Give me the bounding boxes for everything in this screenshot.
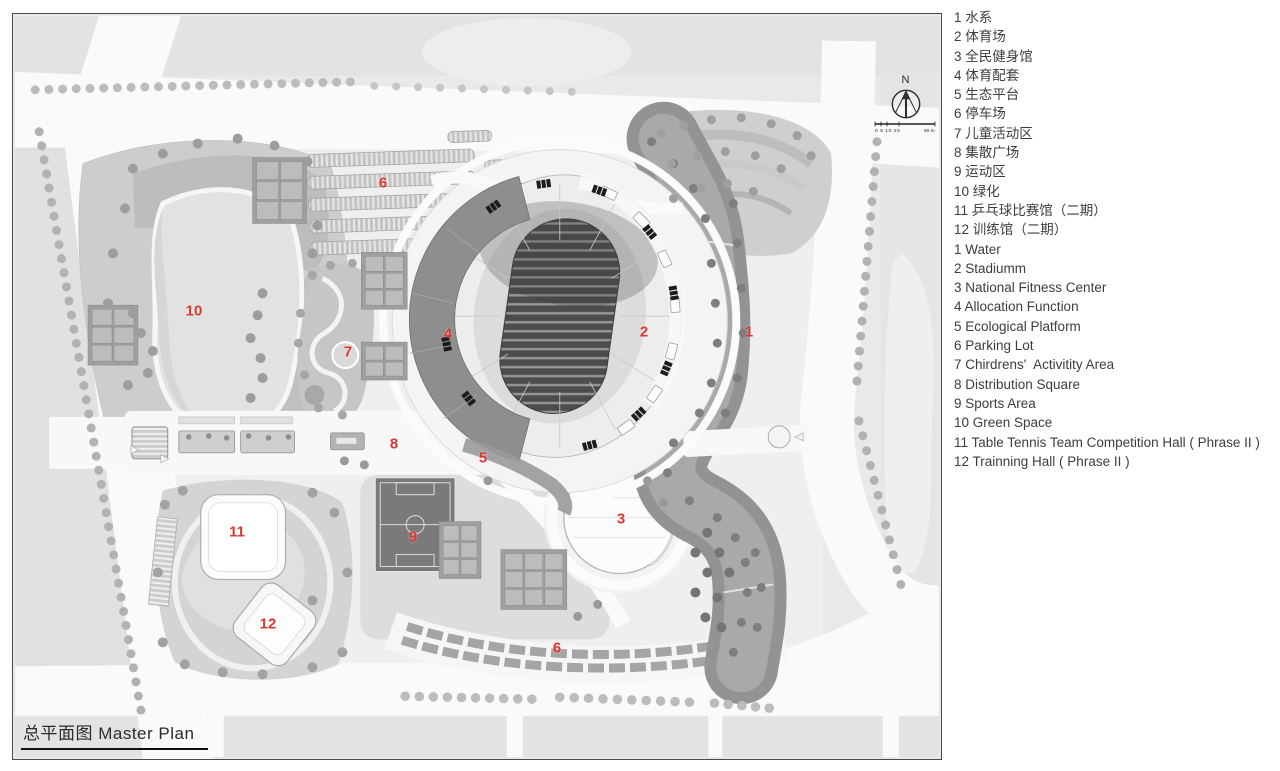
- legend-item-en: 3 National Fitness Center: [954, 280, 1107, 296]
- plan-marker-11: 11: [229, 523, 245, 541]
- north-label: N: [901, 74, 911, 86]
- legend-item-cn: 1 水系: [954, 10, 993, 25]
- legend-item-cn: 11 乒乓球比赛馆（二期）: [954, 202, 1107, 218]
- scale-ticks-label: 0 5 10 20: [875, 128, 900, 134]
- scale-bar: 0 5 10 20 50 m: [874, 121, 936, 134]
- legend-item-cn: 4 体育配套: [954, 67, 1020, 83]
- legend-item-en: 10 Green Space: [954, 415, 1053, 431]
- legend-item-cn: 8 集散广场: [954, 145, 1020, 161]
- legend-item-cn: 12 训练馆（二期）: [954, 222, 1068, 238]
- plan-marker-12: 12: [259, 615, 277, 633]
- plan-title: 总平面图 Master Plan: [21, 719, 209, 750]
- east-entrance: [683, 424, 814, 457]
- legend-item-en: 7 Chirdrens' Activitity Area: [954, 357, 1115, 373]
- site-plan-graphics: [13, 14, 941, 759]
- legend-item-cn: 10 绿化: [954, 183, 1000, 199]
- phase2-garden: [147, 479, 353, 680]
- plan-marker-2: 2: [639, 323, 649, 341]
- ecological-platform-ramp: [462, 438, 573, 516]
- stadium-field: [499, 218, 621, 414]
- plan-marker-8: 8: [389, 435, 399, 453]
- training-hall-building: [232, 582, 317, 667]
- legend-chinese-list: 1 水系 2 体育场 3 全民健身馆 4 体育配套 5 生态平台 6 停车场 7 儿童活动区…: [954, 8, 1260, 240]
- scale-unit-label: 50 m: [924, 128, 935, 134]
- legend-item-en: 1 Water: [954, 241, 1001, 257]
- legend-item-en: 11 Table Tennis Team Competition Hall ( …: [954, 434, 1260, 450]
- plan-marker-9: 9: [408, 528, 418, 546]
- plan-marker-10: 10: [185, 302, 203, 320]
- plan-marker-1: 1: [744, 323, 754, 341]
- plan-marker-7: 7: [343, 343, 353, 361]
- legend-panel: 1 水系 2 体育场 3 全民健身馆 4 体育配套 5 生态平台 6 停车场 7 儿童活动区…: [954, 8, 1260, 471]
- plan-title-text: 总平面图 Master Plan: [23, 724, 195, 743]
- distribution-square: [49, 326, 496, 475]
- plan-marker-6: 6: [552, 639, 562, 657]
- north-indicator: N 0 5 10 20 50 m: [871, 74, 941, 134]
- stadium-complex: [379, 136, 741, 516]
- plan-marker-3: 3: [616, 510, 626, 528]
- legend-item-cn: 2 体育场: [954, 29, 1006, 45]
- legend-item-cn: 5 生态平台: [954, 87, 1020, 103]
- legend-item-cn: 3 全民健身馆: [954, 48, 1033, 64]
- legend-item-en: 6 Parking Lot: [954, 338, 1034, 354]
- trees: [30, 77, 906, 715]
- legend-item-cn: 9 运动区: [954, 164, 1006, 180]
- sport-courts: [87, 157, 568, 610]
- legend-item-en: 5 Ecological Platform: [954, 318, 1081, 334]
- legend-item-cn: 6 停车场: [954, 106, 1006, 122]
- legend-item-en: 2 Stadiumm: [954, 260, 1027, 276]
- legend-item-cn: 7 儿童活动区: [954, 125, 1033, 141]
- stadium-bowl: [437, 174, 683, 458]
- north-arrow-icon: [891, 89, 921, 119]
- plan-marker-5: 5: [478, 449, 488, 467]
- legend-item-en: 12 Trainning Hall ( Phrase II ): [954, 453, 1130, 469]
- plan-marker-6: 6: [378, 174, 388, 192]
- legend-item-en: 9 Sports Area: [954, 395, 1036, 411]
- legend-english-list: 1 Water 2 Stadiumm 3 National Fitness Cent…: [954, 240, 1260, 472]
- plan-marker-4: 4: [443, 325, 453, 343]
- stadium-stand-segments: [599, 185, 681, 436]
- legend-item-en: 8 Distribution Square: [954, 376, 1081, 392]
- childrens-activity-area: [297, 263, 375, 428]
- legend-item-en: 4 Allocation Function: [954, 299, 1079, 315]
